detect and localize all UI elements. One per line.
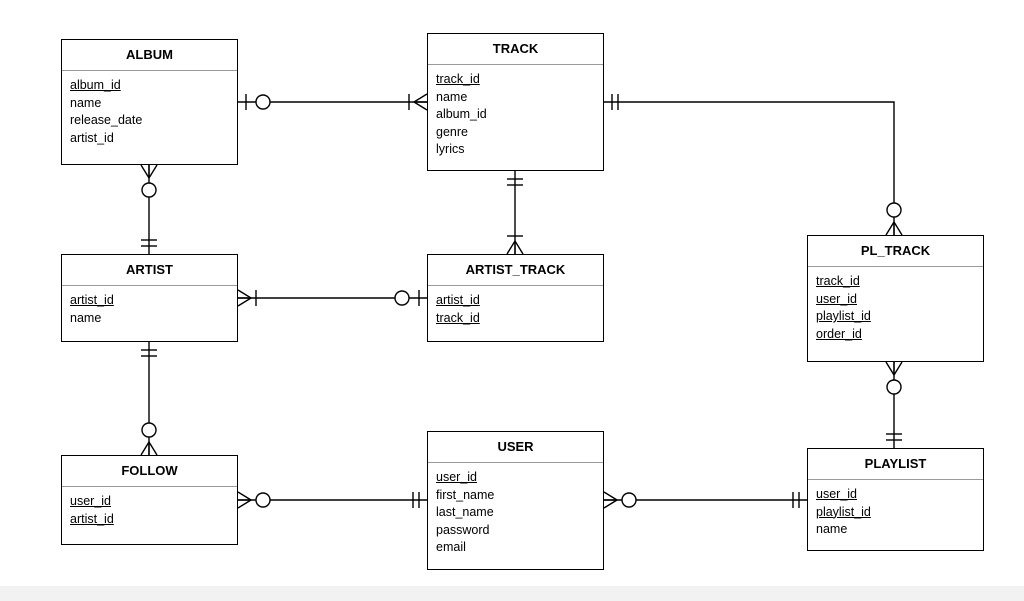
attribute: user_id bbox=[816, 291, 857, 306]
entity-pl-track[interactable]: PL_TRACK track_id user_id playlist_id order_… bbox=[807, 235, 984, 362]
crows-foot bbox=[603, 499, 618, 509]
attribute: album_id bbox=[436, 107, 487, 121]
optional-circle bbox=[621, 492, 637, 508]
attribute: artist_id bbox=[70, 130, 114, 145]
attribute: name bbox=[436, 89, 468, 104]
crows-foot bbox=[893, 361, 903, 376]
crows-foot bbox=[148, 164, 158, 179]
relationship-track-pl_track bbox=[604, 101, 895, 235]
attribute: genre bbox=[436, 124, 468, 139]
entity-title: ARTIST bbox=[62, 255, 237, 286]
crows-foot bbox=[237, 297, 252, 307]
optional-circle bbox=[886, 202, 902, 218]
attribute: name bbox=[70, 95, 102, 110]
crows-foot bbox=[885, 221, 895, 236]
entity-title: USER bbox=[428, 432, 603, 463]
entity-attributes: user_id artist_id bbox=[62, 487, 237, 528]
attribute: artist_id bbox=[436, 293, 480, 307]
crows-foot bbox=[603, 491, 618, 501]
crows-foot bbox=[140, 164, 150, 179]
attribute: email bbox=[436, 540, 466, 554]
entity-attributes: user_id first_name last_name password email bbox=[428, 463, 603, 557]
attribute: name bbox=[816, 522, 848, 536]
attribute: track_id bbox=[436, 72, 480, 86]
attribute: password bbox=[436, 522, 490, 537]
attribute: user_id bbox=[816, 487, 857, 501]
entity-attributes: artist_id track_id bbox=[428, 286, 603, 327]
optional-circle bbox=[255, 94, 271, 110]
entity-attributes: track_id user_id playlist_id order_id bbox=[808, 267, 983, 343]
attribute: track_id bbox=[816, 274, 860, 288]
crows-foot bbox=[514, 240, 524, 255]
entity-title: ALBUM bbox=[62, 40, 237, 71]
crows-foot bbox=[506, 240, 516, 255]
attribute: album_id bbox=[70, 78, 121, 92]
attribute: lyrics bbox=[436, 142, 465, 156]
crows-foot bbox=[413, 101, 428, 111]
entity-follow[interactable]: FOLLOW user_id artist_id bbox=[61, 455, 238, 545]
attribute: last_name bbox=[436, 505, 494, 519]
crows-foot bbox=[237, 491, 252, 501]
optional-circle bbox=[886, 379, 902, 395]
crows-foot bbox=[237, 499, 252, 509]
attribute: artist_id bbox=[70, 511, 114, 526]
bottom-strip bbox=[0, 586, 1024, 601]
entity-title: TRACK bbox=[428, 34, 603, 65]
crows-foot bbox=[885, 361, 895, 376]
attribute: artist_id bbox=[70, 293, 114, 307]
crows-foot bbox=[237, 289, 252, 299]
attribute: release_date bbox=[70, 113, 143, 127]
entity-title: PLAYLIST bbox=[808, 449, 983, 480]
attribute: first_name bbox=[436, 487, 495, 502]
attribute: name bbox=[70, 310, 102, 325]
attribute: playlist_id bbox=[816, 504, 871, 519]
optional-circle bbox=[394, 290, 410, 306]
optional-circle bbox=[141, 182, 157, 198]
optional-circle bbox=[255, 492, 271, 508]
entity-user[interactable]: USER user_id first_name last_name password em… bbox=[427, 431, 604, 570]
optional-circle bbox=[141, 422, 157, 438]
attribute: order_id bbox=[816, 326, 862, 341]
crows-foot bbox=[148, 441, 158, 456]
entity-title: PL_TRACK bbox=[808, 236, 983, 267]
entity-title: FOLLOW bbox=[62, 456, 237, 487]
attribute: track_id bbox=[436, 310, 480, 325]
attribute: user_id bbox=[436, 470, 477, 484]
entity-title: ARTIST_TRACK bbox=[428, 255, 603, 286]
entity-artist-track[interactable]: ARTIST_TRACK artist_id track_id bbox=[427, 254, 604, 342]
attribute: playlist_id bbox=[816, 309, 871, 323]
crows-foot bbox=[893, 221, 903, 236]
attribute: user_id bbox=[70, 494, 111, 508]
crows-foot bbox=[413, 93, 428, 103]
crows-foot bbox=[140, 441, 150, 456]
